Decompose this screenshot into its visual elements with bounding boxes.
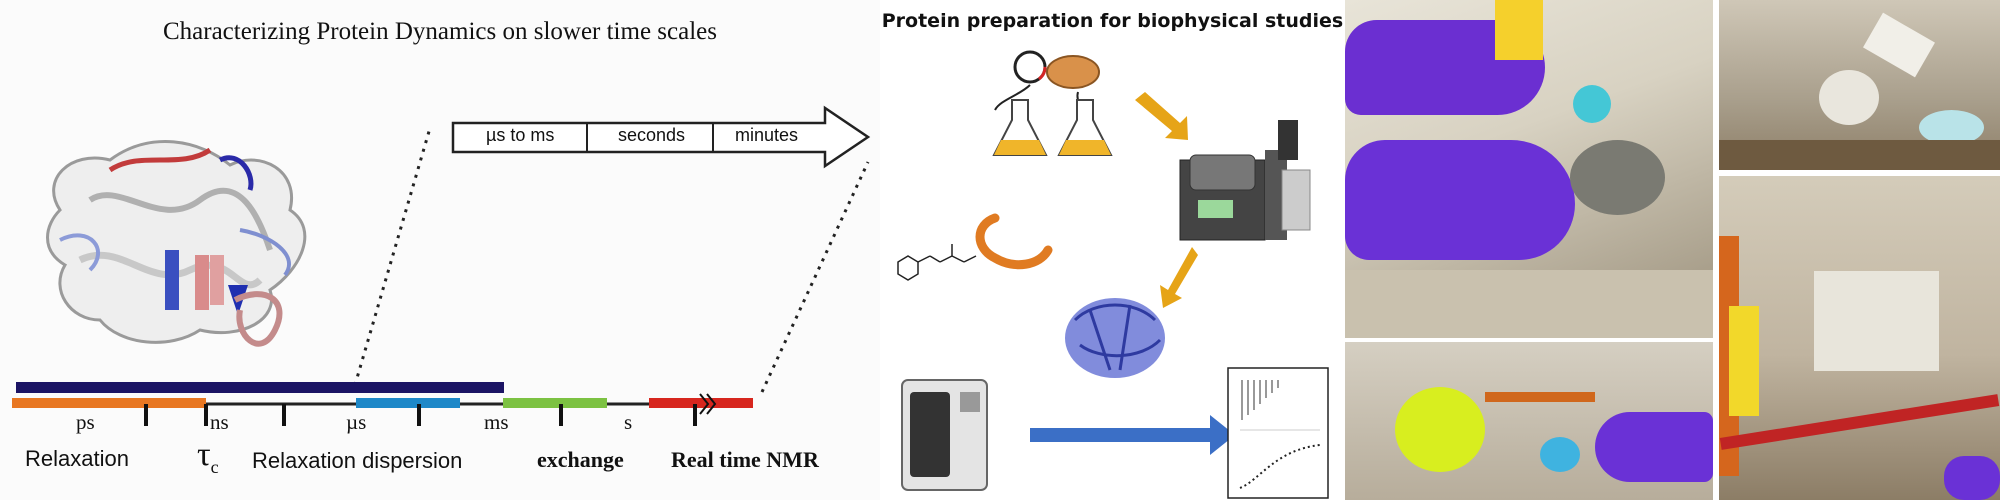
- label-tau: τc: [197, 436, 219, 477]
- culture-flask-icon: [992, 99, 1048, 156]
- label-relaxation: Relaxation: [25, 446, 129, 471]
- glove-pipetting-photo: [1345, 0, 1713, 338]
- segment-blue: [356, 398, 460, 408]
- fume-hood-photo: [1719, 176, 2000, 500]
- rotary-evaporator-photo: [1719, 0, 2000, 170]
- purple-glove-icon: [1595, 412, 1713, 482]
- workflow-arrow-big: [1030, 415, 1235, 455]
- segment-orange: [12, 398, 206, 408]
- chromatography-instrument-icon: [1179, 120, 1311, 241]
- preparation-panel: Protein preparation for biophysical stud…: [880, 0, 1345, 500]
- label-exchange: exchange: [537, 447, 624, 472]
- timescale-graphics: [12, 105, 871, 426]
- protein-structure-icon: [1065, 298, 1165, 378]
- ligand-structure-icon: [897, 244, 977, 281]
- bacterium-icon: [1046, 55, 1100, 89]
- yellow-flask-photo: [1345, 342, 1713, 500]
- tick-s: s: [624, 410, 633, 434]
- peptide-icon: [975, 213, 1053, 270]
- label-relaxation-dispersion: Relaxation dispersion: [252, 448, 463, 473]
- timeline-arrow: [451, 105, 871, 169]
- dotted-guide-right: [760, 161, 870, 393]
- lab-photos-panel: [1345, 0, 2000, 500]
- tick-ns: ns: [210, 410, 229, 434]
- arrow-label-us-ms: µs to ms: [486, 125, 555, 145]
- axis-break-icon: [699, 393, 717, 415]
- navy-range-bar: [16, 382, 504, 393]
- segment-green: [503, 398, 607, 408]
- calorimeter-instrument-icon: [901, 379, 988, 491]
- workflow-arrow-2: [1160, 247, 1198, 308]
- purple-glove-icon: [1944, 456, 2000, 500]
- timescale-panel: Characterizing Protein Dynamics on slowe…: [0, 0, 880, 500]
- titration-plot-icon: [1227, 367, 1329, 499]
- tick-us: µs: [346, 410, 367, 434]
- purple-glove-icon: [1345, 140, 1575, 260]
- preparation-graphics: [897, 50, 1329, 499]
- workflow-arrow-1: [1135, 92, 1188, 140]
- culture-flask-icon: [1057, 99, 1113, 156]
- arrow-label-minutes: minutes: [735, 125, 799, 145]
- timescale-title: Characterizing Protein Dynamics on slowe…: [162, 18, 717, 45]
- protein-ribbon-icon: [46, 140, 307, 347]
- tick-ms: ms: [484, 410, 509, 434]
- dotted-guide-left: [353, 127, 432, 386]
- preparation-title: Protein preparation for biophysical stud…: [881, 10, 1344, 32]
- arrow-label-seconds: seconds: [618, 125, 686, 145]
- tick-ps: ps: [76, 410, 95, 434]
- label-realtime-nmr: Real time NMR: [671, 447, 819, 472]
- segment-red: [649, 398, 753, 408]
